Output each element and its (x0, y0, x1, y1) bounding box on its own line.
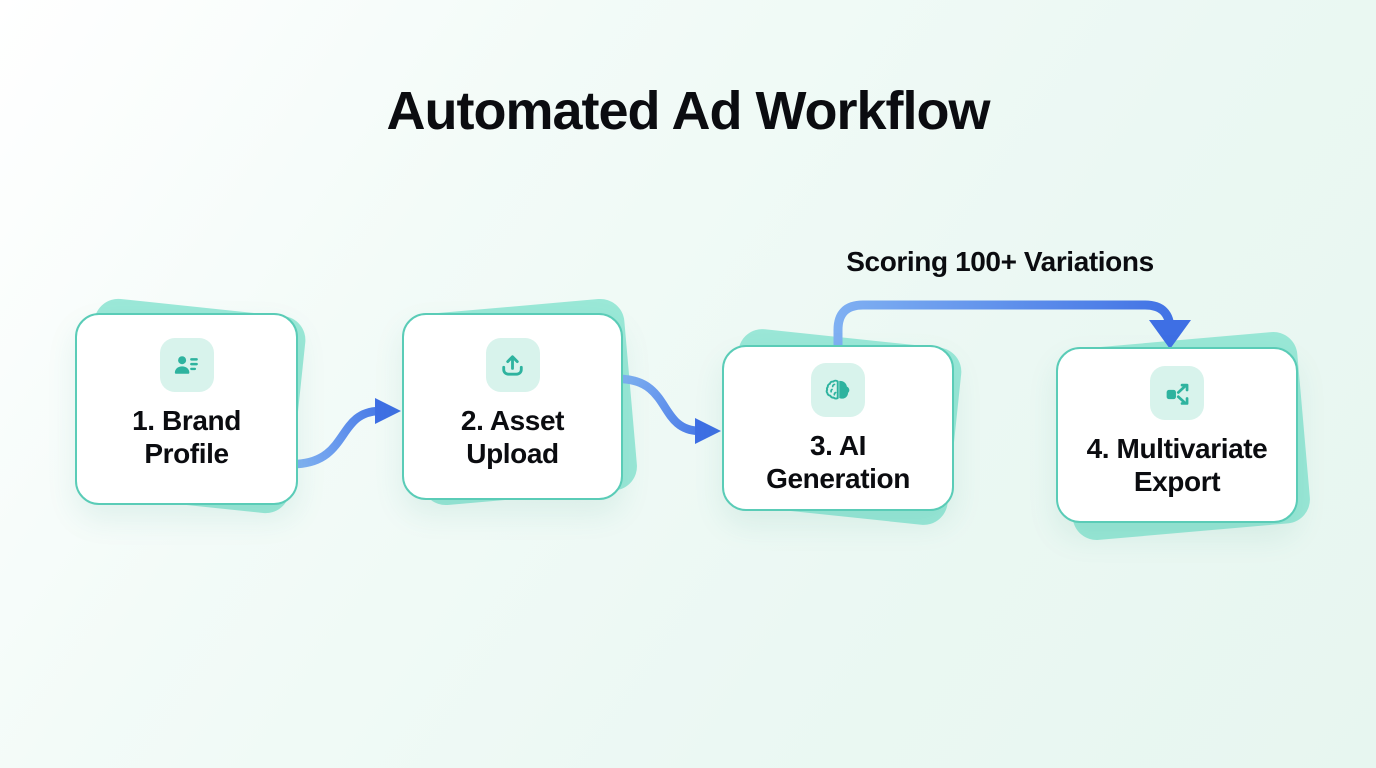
step-label: 3. AI Generation (766, 430, 910, 496)
step-card-ai-generation: 3. AI Generation (722, 345, 954, 511)
step-label-line1: 3. AI (809, 430, 867, 461)
contact-card-icon (159, 338, 214, 392)
step-card-asset-upload: 2. Asset Upload (402, 313, 623, 500)
upload-icon (485, 338, 540, 392)
page-title: Automated Ad Workflow (386, 81, 991, 141)
step-label: 2. Asset Upload (460, 405, 565, 471)
step-card-brand-profile: 1. Brand Profile (75, 313, 298, 505)
step-label-line1: 4. Multivariate (1086, 433, 1268, 464)
step-label-line2: Export (1133, 465, 1221, 497)
scoring-annotation: Scoring 100+ Variations (846, 246, 1154, 277)
arrow-step2-to-step3 (618, 374, 721, 444)
arrow-step1-to-step2 (292, 398, 401, 469)
step-label: 4. Multivariate Export (1087, 433, 1268, 499)
step-card-multivariate-export: 4. Multivariate Export (1056, 347, 1298, 523)
step-label-line1: 1. Brand (132, 405, 241, 436)
brain-icon (811, 363, 865, 417)
step-label-line1: 2. Asset (460, 405, 565, 436)
step-label-line2: Profile (144, 437, 229, 469)
multivariate-export-icon (1150, 366, 1204, 420)
step-label: 1. Brand Profile (132, 405, 241, 471)
step-label-line2: Upload (466, 437, 559, 469)
step-label-line2: Generation (766, 462, 910, 494)
